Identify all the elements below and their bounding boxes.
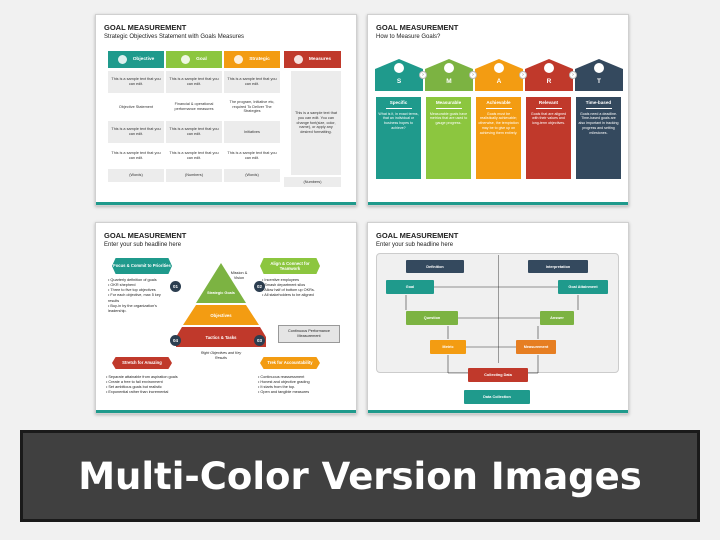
- goal-box: Goal: [386, 280, 434, 294]
- data-collection-box: Data Collection: [464, 390, 530, 404]
- box-align: Align & Connect for Teamwork: [260, 258, 320, 274]
- smart-letter-r: R: [525, 59, 573, 91]
- focus-list: Quarterly definition of goals OKR shephe…: [108, 278, 164, 314]
- crosshair-icon: [394, 63, 404, 73]
- arrow-right-icon: ›: [419, 71, 427, 79]
- slide-accent-bar: [96, 410, 356, 413]
- slide-thumbnail-2[interactable]: GOAL MEASUREMENT How to Measure Goals? S…: [367, 14, 629, 206]
- pyramid-objectives: Objectives: [210, 313, 232, 319]
- slide-title: GOAL MEASUREMENT: [104, 231, 187, 240]
- goal-pyramid: [176, 263, 266, 347]
- table-cell: The program, Initiative etc, required To…: [224, 95, 280, 119]
- collecting-data-box: Collecting Data: [468, 368, 528, 382]
- smart-letter-m: M: [425, 59, 473, 91]
- measurement-box: Measurement: [516, 340, 556, 354]
- clock-icon: [594, 63, 604, 73]
- table-cell: Financial & operational performance meas…: [166, 95, 222, 119]
- climber-icon: [181, 55, 191, 64]
- flow-connectors: [405, 286, 579, 374]
- slide-thumbnail-4[interactable]: GOAL MEASUREMENT Enter your sub headline…: [367, 222, 629, 414]
- banner-title: Multi-Color Version Images: [78, 455, 642, 498]
- step-number: 02: [254, 281, 265, 292]
- step-number: 03: [254, 335, 265, 346]
- pyramid-tactics: Tactics & Tasks: [205, 335, 237, 341]
- slide-thumbnail-1[interactable]: GOAL MEASUREMENT Strategic Objectives St…: [95, 14, 357, 206]
- slide-subtitle: How to Measure Goals?: [376, 34, 441, 40]
- tools-icon: [293, 55, 303, 64]
- slide-subtitle: Strategic Objectives Statement with Goal…: [104, 34, 245, 40]
- table-cell: (Words): [108, 169, 164, 182]
- slide-accent-bar: [368, 202, 628, 205]
- smart-card-relevant: Relevant Goals that are aligned with the…: [526, 97, 571, 179]
- banner: Multi-Color Version Images: [20, 430, 700, 522]
- measures-cell: This is a sample text that you can edit.…: [291, 71, 341, 175]
- question-box: Question: [406, 311, 458, 325]
- box-track: Trek for Accountability: [260, 357, 320, 369]
- okr-label: Right Objectives and Key Results: [200, 351, 242, 360]
- table-cell: Objective Statement: [108, 95, 164, 119]
- chess-knight-icon: [234, 55, 244, 64]
- smart-card-achievable: Achievable Goals must be realistically a…: [476, 97, 521, 179]
- table-cell: (Numbers): [284, 177, 341, 187]
- arrow-right-icon: ›: [519, 71, 527, 79]
- interpretation-box: Interpretation: [528, 260, 588, 273]
- smart-letter-a: A: [475, 59, 523, 91]
- smart-letter-s: S: [375, 59, 423, 91]
- slide-title: GOAL MEASUREMENT: [104, 23, 187, 32]
- answer-box: Answer: [540, 311, 574, 325]
- mission-label: Mission & Vision: [230, 271, 248, 280]
- slide-subtitle: Enter your sub headline here: [376, 242, 454, 248]
- metric-box: Metric: [430, 340, 466, 354]
- header-strategic: Strategic: [224, 51, 280, 68]
- slide-thumbnail-3[interactable]: GOAL MEASUREMENT Enter your sub headline…: [95, 222, 357, 414]
- smart-card-specific: Specific What is it, in exact terms, tha…: [376, 97, 421, 179]
- arrows-icon: [444, 63, 454, 73]
- table-cell: This is a sample text that you can edit.: [224, 145, 280, 167]
- smart-card-measurable: Measurable Measurable goals have metrics…: [426, 97, 471, 179]
- slide-accent-bar: [96, 202, 356, 205]
- goal-attainment-box: Goal Attainment: [558, 280, 608, 294]
- step-number: 01: [170, 281, 181, 292]
- continuous-measurement-box: Continuous Performance Measurement: [278, 325, 340, 343]
- header-measures: Measures: [284, 51, 341, 68]
- header-goal: Goal: [166, 51, 222, 68]
- step-number: 04: [170, 335, 181, 346]
- table-cell: This is a sample text that you can edit.: [108, 121, 164, 143]
- table-cell: This is a sample text that you can edit.: [108, 145, 164, 167]
- track-list: Continuous reassessment Honest and objec…: [258, 375, 350, 396]
- align-list: Incentive employees Smash department sil…: [262, 278, 350, 299]
- box-stretch: Stretch for Amazing: [112, 357, 172, 369]
- table-cell: This is a sample text that you can edit.: [224, 71, 280, 93]
- dartboard-icon: [544, 63, 554, 73]
- stretch-list: Separate attainable from aspiration goal…: [106, 375, 206, 396]
- table-cell: This is a sample text that you can edit.: [166, 145, 222, 167]
- slide-title: GOAL MEASUREMENT: [376, 23, 459, 32]
- header-objective: Objective: [108, 51, 164, 68]
- table-cell: Initiatives: [224, 121, 280, 143]
- smart-letter-t: T: [575, 59, 623, 91]
- table-cell: (Numbers): [166, 169, 222, 182]
- slide-title: GOAL MEASUREMENT: [376, 231, 459, 240]
- box-focus: Focus & Commit to Priorities: [112, 258, 172, 274]
- smart-card-time-based: Time-based Goals need a deadline. Time-b…: [576, 97, 621, 179]
- table-cell: (Words): [224, 169, 280, 182]
- definition-box: Definition: [406, 260, 464, 273]
- target-icon: [117, 55, 127, 64]
- table-cell: This is a sample text that you can edit.: [108, 71, 164, 93]
- table-cell: This is a sample text that you can edit.: [166, 71, 222, 93]
- table-cell: This is a sample text that you can edit.: [166, 121, 222, 143]
- slide-subtitle: Enter your sub headline here: [104, 242, 182, 248]
- divider: [498, 255, 499, 363]
- slide-accent-bar: [368, 410, 628, 413]
- arrow-right-icon: ›: [569, 71, 577, 79]
- trophy-icon: [494, 63, 504, 73]
- arrow-right-icon: ›: [469, 71, 477, 79]
- pyramid-strategic-goals: Strategic Goals: [207, 290, 235, 295]
